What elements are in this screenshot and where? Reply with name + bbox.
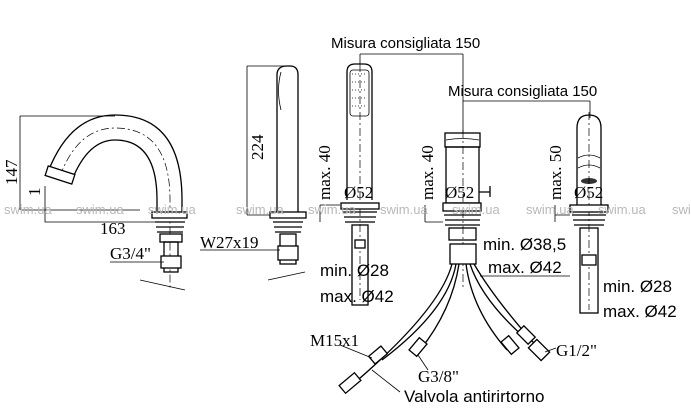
diverter-max-label: max. 50 — [546, 145, 565, 200]
diverter-diameter-label: Ø52 — [574, 183, 603, 202]
recommended-distances: Misura consigliata 150 Misura consigliat… — [331, 35, 597, 133]
holder-height-label: 224 — [248, 134, 267, 160]
spout-offset-label: 1 — [25, 188, 44, 197]
spout-thread-label: G3/4" — [110, 244, 151, 263]
handshower-drawing: max. 40 Ø52 min. Ø28 max. Ø42 — [315, 63, 394, 306]
spout-drawing: 147 1 163 G3/4" — [2, 114, 188, 291]
shower-hole-max-label: max. Ø42 — [320, 287, 394, 306]
holder-drawing: 224 W27x19 — [200, 65, 307, 281]
watermark: swim.ua — [76, 202, 124, 217]
shower-max-label: max. 40 — [315, 145, 334, 200]
watermark: swim.ua — [598, 202, 646, 217]
watermark: swim.ua — [148, 202, 196, 217]
watermark: swim.ua — [526, 202, 574, 217]
recommended-distance-right: Misura consigliata 150 — [448, 83, 597, 100]
watermark: swim.ua — [672, 202, 691, 217]
diverter-drawing: max. 50 Ø52 min. Ø28 max. Ø42 — [546, 112, 677, 321]
watermark: swim.ua — [308, 202, 356, 217]
check-valve-label: Valvola antirirtorno — [404, 387, 544, 406]
watermark: swim.ua — [452, 202, 500, 217]
shower-hole-min-label: min. Ø28 — [320, 261, 389, 280]
spout-height-label: 147 — [2, 159, 21, 185]
recommended-distance-top: Misura consigliata 150 — [331, 35, 480, 52]
mixer-hole-max-label: max. Ø42 — [488, 258, 562, 277]
watermark: swim.ua — [4, 202, 52, 217]
watermark: swim.ua — [236, 202, 284, 217]
mixer-diameter-label: Ø52 — [445, 183, 474, 202]
hose-thread-b-label: G3/8" — [418, 367, 459, 386]
watermark: swim.ua — [380, 202, 428, 217]
hose-thread-a-label: M15x1 — [310, 331, 359, 350]
hose-thread-c-label: G1/2" — [556, 341, 597, 360]
mixer-max-label: max. 40 — [418, 145, 437, 200]
hoses-drawing: M15x1 G3/8" G1/2" Valvola antirirtorno — [310, 263, 597, 406]
diverter-hole-max-label: max. Ø42 — [603, 302, 677, 321]
spout-reach-label: 163 — [100, 219, 126, 238]
diverter-hole-min-label: min. Ø28 — [603, 277, 672, 296]
shower-diameter-label: Ø52 — [344, 183, 373, 202]
mixer-hole-min-label: min. Ø38,5 — [483, 235, 566, 254]
holder-thread-label: W27x19 — [200, 233, 259, 252]
watermarks: swim.ua swim.ua swim.ua swim.ua swim.ua … — [4, 202, 691, 217]
mixer-drawing: max. 40 Ø52 min. Ø38,5 max. Ø42 — [418, 130, 570, 290]
